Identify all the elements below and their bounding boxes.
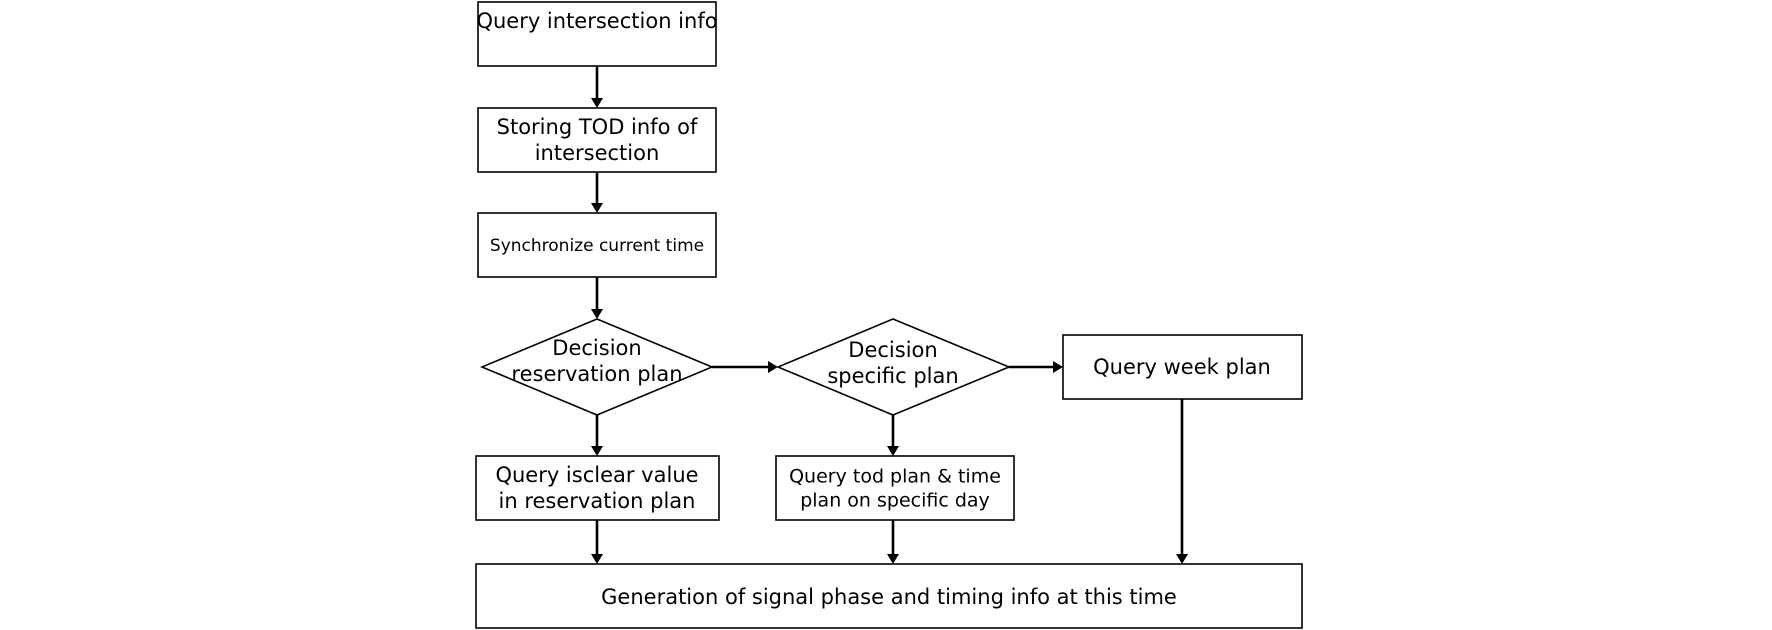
edge-decision-specific-to-query-tod-plan xyxy=(887,415,899,456)
edge-decision-reservation-to-query-isclear xyxy=(591,415,603,456)
node-storing-tod-info: Storing TOD info of intersection xyxy=(477,107,717,173)
edge-storing-tod-to-sync-time xyxy=(591,172,603,213)
edge-sync-time-to-decision-reservation xyxy=(591,277,603,319)
edge-query-week-to-generation xyxy=(1176,399,1188,564)
node-query-isclear-value: Query isclear value in reservation plan xyxy=(475,455,720,521)
node-label-line-2: intersection xyxy=(535,141,660,165)
edge-query-tod-plan-to-generation xyxy=(887,520,899,564)
edges xyxy=(591,66,1188,564)
node-label: Query intersection info xyxy=(476,9,717,33)
node-label-line-1: Decision xyxy=(848,338,937,362)
node-label: Synchronize current time xyxy=(490,236,704,256)
node-query-intersection-info: Query intersection info xyxy=(476,1,718,67)
node-query-week-plan: Query week plan xyxy=(1062,334,1303,400)
node-label-line-1: Decision xyxy=(552,336,641,360)
node-label: Query week plan xyxy=(1093,355,1271,379)
node-query-tod-plan: Query tod plan & time plan on specific d… xyxy=(775,455,1015,521)
node-decision-specific-plan: Decision specific plan xyxy=(775,318,1012,416)
edge-query-isclear-to-generation xyxy=(591,520,603,564)
node-decision-reservation-plan: Decision reservation plan xyxy=(479,318,715,416)
edge-decision-specific-to-query-week xyxy=(1009,361,1063,373)
edge-query-intersection-to-storing-tod xyxy=(591,66,603,108)
node-label-line-2: plan on specific day xyxy=(800,490,990,512)
node-label-line-1: Query tod plan & time xyxy=(789,466,1001,488)
node-label-line-1: Query isclear value xyxy=(495,463,698,487)
node-generation-signal-phase: Generation of signal phase and timing in… xyxy=(475,563,1303,629)
node-label-line-2: in reservation plan xyxy=(499,489,696,513)
node-label: Generation of signal phase and timing in… xyxy=(601,585,1177,609)
node-label-line-2: specific plan xyxy=(827,364,958,388)
edge-decision-reservation-to-decision-specific xyxy=(712,361,778,373)
node-label-line-2: reservation plan xyxy=(511,362,682,386)
node-label-line-1: Storing TOD info of xyxy=(497,115,698,139)
node-synchronize-current-time: Synchronize current time xyxy=(477,212,717,278)
